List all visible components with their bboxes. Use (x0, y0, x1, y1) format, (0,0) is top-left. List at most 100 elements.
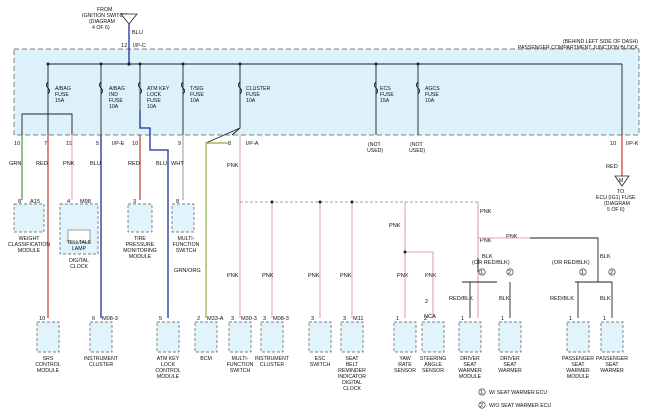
ecu-wire-color: RED (606, 164, 618, 170)
wc-nca: NCA (424, 314, 436, 320)
wc-grn: GRN (9, 161, 21, 167)
lower-comp-5-pin: 3 (231, 316, 234, 322)
lower-comp-13-l1: PASSENGER (562, 356, 594, 362)
lower-comp-6 (260, 321, 284, 353)
lower-comp-5-l3: SWITCH (230, 368, 251, 374)
jb-int-fuse3 (139, 110, 151, 135)
lower-comp-3-l1: ATM KEY (157, 356, 180, 362)
lower-comp-12-pin: 1 (501, 316, 504, 322)
ecu-ref-1: TO (617, 189, 624, 195)
fuse-7-l2: FUSE (425, 92, 439, 98)
fuse-3-splice (138, 62, 142, 66)
wc-blk-or-2: BLK (600, 254, 611, 260)
wc-pnk-g: PNK (425, 273, 437, 279)
uc-2-l3: MONITORING (123, 248, 157, 254)
wc-blk-or-1: BLK (482, 254, 493, 260)
lower-comp-10-pin: 2 (424, 316, 427, 322)
fuse-6-l3: 15A (380, 98, 390, 104)
uc-3-pin: 8 (176, 199, 179, 205)
jb-conn-k: I/P-K (626, 141, 639, 147)
lower-comp-13-l4: MODULE (567, 374, 590, 380)
source-wire-color: BLU (132, 30, 143, 36)
wc-blk-2: BLK (600, 296, 611, 302)
opt-mark-b1: 1 (581, 270, 584, 276)
jb-pin-19: 19 (66, 141, 72, 147)
fuse-3-icon (138, 81, 142, 95)
comp-telltale (59, 203, 99, 255)
wc-orredblk-1: (OR RED/BLK) (472, 260, 510, 266)
uc-1-l2: LAMP (72, 246, 87, 252)
opt-mark-b2-icon (608, 268, 616, 276)
jb-pin-5: 5 (96, 141, 99, 147)
fuse-7-l3: 10A (425, 98, 435, 104)
lower-comp-14-l1: PASSENGER (596, 356, 628, 362)
source-connector: I/P-C (133, 43, 146, 49)
legend-1-text: W/ SEAT WARMER ECU (489, 390, 547, 396)
lower-comp-5 (228, 321, 252, 353)
ecu-ref-2: ECU (IG1) FUSE (596, 195, 636, 201)
pnk-splice-2 (318, 200, 322, 204)
fuse-1-l2: FUSE (55, 92, 69, 98)
fuse-4-icon (181, 81, 185, 95)
fuse-7-icon (416, 81, 420, 95)
fuse-5-icon (238, 81, 242, 95)
lower-comp-2-l1: INSTRUMENT (84, 356, 119, 362)
wc-red: RED (36, 161, 48, 167)
uc-1-conn: M98 (80, 199, 91, 205)
fuse-5-l2: FUSE (246, 92, 260, 98)
opt-mark-b1-icon (579, 268, 587, 276)
jb-pin-10: 10 (14, 141, 20, 147)
ecu-ref-3: (DIAGRAM (604, 201, 630, 207)
opt-mark-a1: 1 (480, 270, 483, 276)
fuse-1-l3: 15A (55, 98, 65, 104)
lower-comp-1-l2: CONTROL (35, 362, 60, 368)
fuse-4-l3: 10A (190, 98, 200, 104)
wire-pass-blk (530, 237, 599, 270)
wc-pnk-b: PNK (262, 273, 274, 279)
fuse-2-l2: IND (109, 92, 118, 98)
lower-comp-9 (393, 321, 417, 353)
jb-pin-10b: 10 (132, 141, 138, 147)
jb-pin-9: 9 (178, 141, 181, 147)
lower-comp-2-conn: M08-3 (102, 316, 118, 322)
fuse-3-l1: ATM KEY (147, 86, 170, 92)
fuse-5-l1: CLUSTER (246, 86, 270, 92)
lower-comp-11-l4: MODULE (459, 374, 482, 380)
lower-comp-11-l2: SEAT (463, 362, 477, 368)
uc-3-l2: FUNCTION (173, 242, 200, 248)
fuse-1-splice (46, 62, 50, 66)
lower-comp-5-l1: MULTI- (232, 356, 249, 362)
jb-int-fuse1 (21, 110, 49, 135)
lower-comp-8-l6: CLOCK (343, 386, 361, 392)
jb-int-fuse1b (48, 113, 73, 135)
splice-yaw (403, 250, 407, 254)
uc-2-l4: MODULE (129, 254, 152, 260)
lower-comp-5-conn: M30-3 (241, 316, 257, 322)
lower-comp-6-l1: INSTRUMENT (255, 356, 290, 362)
jb-int-fuse5b (205, 127, 241, 144)
wc-blk-1: BLK (499, 296, 510, 302)
lower-comp-1-pin: 10 (39, 316, 45, 322)
opt-mark-a2-icon (506, 268, 514, 276)
uc-0-l1: WEIGHT (19, 236, 41, 242)
lower-comp-14-l2: SEAT (605, 362, 619, 368)
ecu-flag-letter: M (619, 178, 623, 184)
fuse-1-l1: A/BAG (55, 86, 71, 92)
lower-comp-8 (340, 321, 364, 353)
jb-pin-8: 8 (228, 141, 231, 147)
lower-comp-9-l2: RATE (398, 362, 412, 368)
wc-pnk2: PNK (227, 163, 239, 169)
lower-comp-11-pin: 1 (461, 316, 464, 322)
lower-comp-8-l3: REMINDER (338, 368, 366, 374)
uc-0-l2: CLASSIFICATION (8, 242, 51, 248)
lower-comp-3-pin: 5 (159, 316, 162, 322)
lower-comp-8-conn: M11 (353, 316, 363, 322)
lower-comp-8-l2: BELT (346, 362, 359, 368)
lower-comp-8-l1: SEAT (345, 356, 359, 362)
lower-comp-3-l4: MODULE (157, 374, 180, 380)
lower-comp-6-pin: 3 (263, 316, 266, 322)
uc-3-l3: SWITCH (176, 248, 197, 254)
fuse-3-l2: LOCK (147, 92, 162, 98)
lower-comp-3-l2: LOCK (161, 362, 176, 368)
